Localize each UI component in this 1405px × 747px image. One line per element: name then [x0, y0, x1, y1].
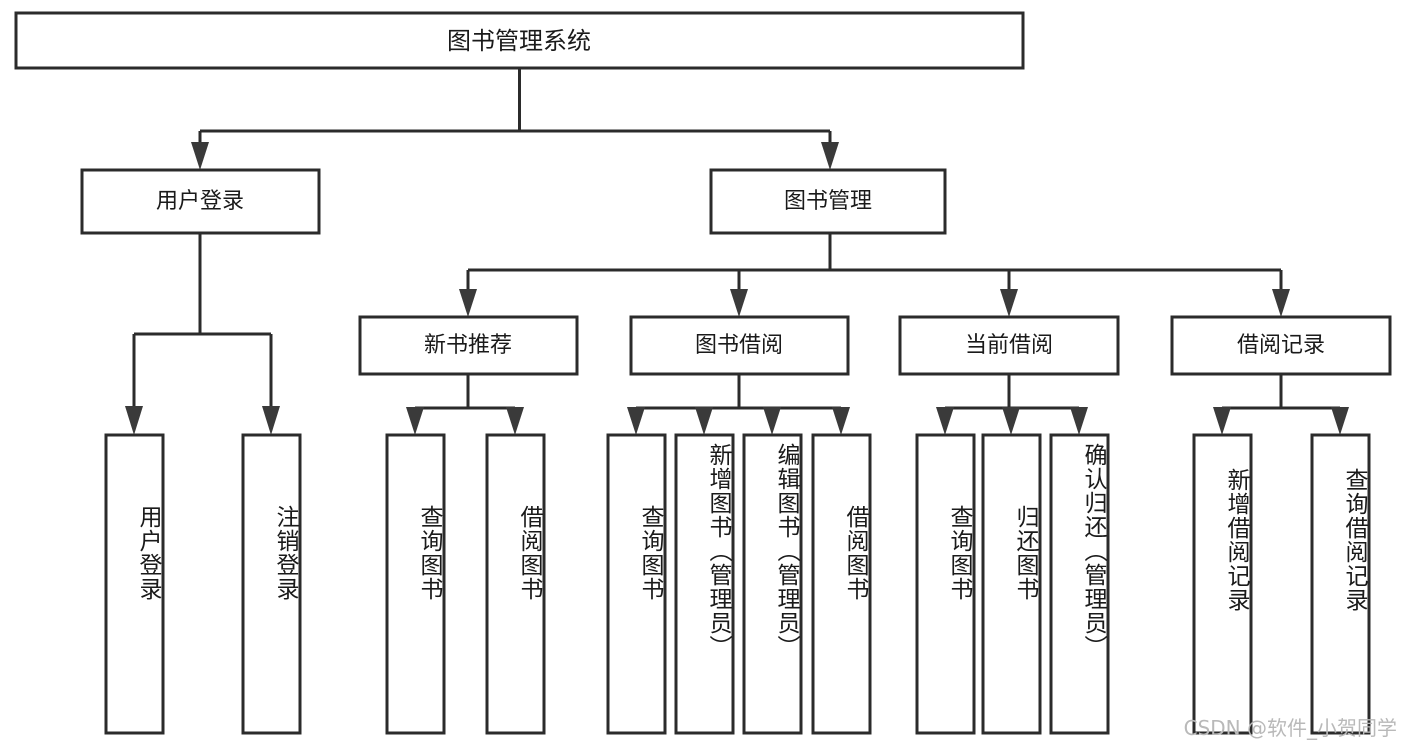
leaf-box-borrow-edit-book[interactable] [742, 433, 803, 735]
leaf-box-borrow-add-book[interactable] [674, 433, 735, 735]
arrow-to-recommend-leaf-1 [406, 407, 424, 435]
arrow-to-book-borrow [730, 289, 748, 317]
leaf-box-record-add[interactable] [1192, 433, 1253, 735]
leaf-box-borrow-query-book[interactable] [606, 433, 667, 735]
arrow-to-current-borrow [1000, 289, 1018, 317]
node-current-borrow[interactable] [898, 315, 1120, 376]
leaf-box-user-login[interactable] [104, 433, 165, 735]
arrow-to-user-login-leaf [125, 406, 143, 435]
node-new-book-recommend-label: 新书推荐 [424, 333, 512, 358]
node-borrow-record-label: 借阅记录 [1237, 333, 1325, 358]
arrow-to-borrow-record [1272, 289, 1290, 317]
leaf-box-record-query[interactable] [1310, 433, 1371, 735]
leaf-box-recommend-query-book[interactable] [385, 433, 446, 735]
node-user-login[interactable] [80, 168, 321, 235]
arrow-to-borrow-leaf-2 [695, 407, 713, 435]
arrow-to-logout-leaf [262, 406, 280, 435]
node-current-borrow-label: 当前借阅 [965, 333, 1053, 358]
arrow-to-book-manage [821, 142, 839, 170]
node-new-book-recommend[interactable] [358, 315, 579, 376]
node-book-borrow[interactable] [629, 315, 850, 376]
arrow-to-record-leaf-1 [1213, 407, 1231, 435]
arrow-to-borrow-leaf-3 [763, 407, 781, 435]
arrow-to-current-leaf-1 [936, 407, 954, 435]
node-user-login-label: 用户登录 [156, 189, 244, 214]
leaf-box-current-confirm-return[interactable] [1049, 433, 1110, 735]
node-borrow-record[interactable] [1170, 315, 1392, 376]
edges-layer [125, 68, 1349, 435]
arrow-to-record-leaf-2 [1331, 407, 1349, 435]
arrow-to-current-leaf-2 [1002, 407, 1020, 435]
leaf-box-borrow-borrow-book[interactable] [811, 433, 872, 735]
nodes-layer: 图书管理系统 用户登录 图书管理 新书推荐 图书借阅 当前借阅 借阅记录 [14, 11, 1392, 735]
leaf-box-current-return-book[interactable] [981, 433, 1042, 735]
arrow-to-borrow-leaf-4 [832, 407, 850, 435]
node-book-manage-label: 图书管理 [784, 189, 872, 214]
arrow-to-borrow-leaf-1 [627, 407, 645, 435]
leaf-box-logout[interactable] [241, 433, 302, 735]
node-root-label: 图书管理系统 [447, 27, 591, 55]
node-book-borrow-label: 图书借阅 [695, 333, 783, 358]
csdn-watermark: CSDN @软件_小贺同学 [1183, 716, 1397, 740]
arrow-to-recommend-leaf-2 [506, 407, 524, 435]
node-root-system[interactable] [14, 11, 1025, 70]
leaf-box-current-query-book[interactable] [915, 433, 976, 735]
arrow-to-current-leaf-3 [1070, 407, 1088, 435]
node-book-manage[interactable] [709, 168, 947, 235]
leaf-box-recommend-borrow-book[interactable] [485, 433, 546, 735]
arrow-to-user-login [191, 142, 209, 170]
arrow-to-new-book-recommend [459, 289, 477, 317]
